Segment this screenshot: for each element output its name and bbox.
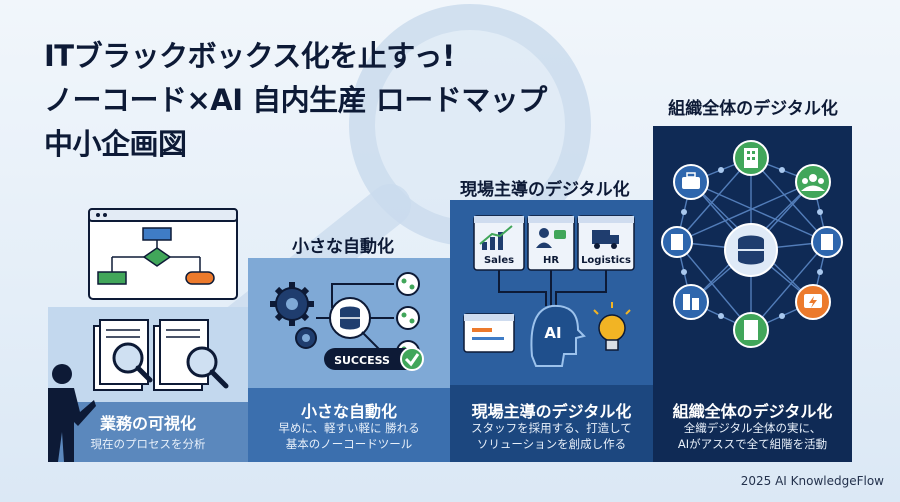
- database-icon: [329, 297, 371, 339]
- step-2-caption-title: 小さな自動化: [300, 402, 397, 421]
- step-3-caption-line-1: スタッフを採用する、打造して: [471, 421, 632, 435]
- ai-label: AI: [544, 324, 561, 342]
- person-icon: [48, 364, 96, 462]
- card-hr: HR: [527, 215, 575, 271]
- title-line-2: ノーコード×AI 自内生産 ロードマップ: [44, 83, 547, 117]
- building-icon: [661, 226, 693, 258]
- browser-icon: [463, 313, 515, 353]
- page-title: ITブラックボックス化を止すっ! ノーコード×AI 自内生産 ロードマップ 中小…: [44, 34, 547, 166]
- card-sales: Sales: [473, 215, 525, 271]
- title-line-1: ITブラックボックス化を止すっ!: [44, 39, 455, 73]
- step-4-caption-subtitle: 全織デジタル全体の実に、 AIがアススで全て組階を活動: [653, 420, 852, 452]
- step-3-heading: 現場主導のデジタル化: [460, 180, 630, 200]
- building-icon: [733, 312, 769, 348]
- step-4-caption-title: 組織全体のデジタル化: [672, 402, 833, 421]
- step-2-caption-subtitle: 早めに、軽すい軽に 勝れる 基本のノーコードツール: [248, 420, 450, 452]
- step-4-caption-line-1: 全織デジタル全体の実に、: [683, 421, 822, 435]
- footer-credit: 2025 AI KnowledgeFlow: [740, 474, 884, 488]
- ai-head-icon: AI: [530, 304, 586, 367]
- card-hr-label: HR: [543, 255, 559, 266]
- lightbulb-icon: [593, 302, 631, 351]
- step-4-caption-line-2: AIがアススで全て組階を活動: [677, 437, 828, 451]
- success-badge: SUCCESS: [324, 347, 424, 371]
- user-icon: [536, 228, 552, 248]
- chart-icon: [482, 232, 503, 250]
- building-icon: [673, 284, 709, 320]
- card-logistics-label: Logistics: [581, 255, 631, 266]
- truck-icon: [592, 230, 619, 249]
- step-1-caption-title: 業務の可視化: [99, 414, 196, 433]
- step-2-caption-line-2: 基本のノーコードツール: [285, 437, 413, 451]
- lightning-icon: [795, 284, 831, 320]
- building-icon: [811, 226, 843, 258]
- team-icon: [795, 164, 831, 200]
- step-2-caption-line-1: 早めに、軽すい軽に 勝れる: [278, 421, 420, 435]
- step-4-network-illustration: [661, 140, 843, 348]
- gear-icon: [270, 282, 317, 349]
- step-2-heading: 小さな自動化: [292, 237, 394, 257]
- success-badge-label: SUCCESS: [334, 354, 390, 367]
- building-icon: [733, 140, 769, 176]
- check-icon: [400, 347, 424, 371]
- database-icon: [724, 223, 778, 277]
- step-1-caption-subtitle: 現在のプロセスを分析: [90, 437, 206, 451]
- step-3-illustration: Sales HR Logistics AI: [463, 215, 635, 367]
- step-3-caption-line-2: ソリューションを創成し作る: [476, 437, 627, 451]
- step-4-heading: 組織全体のデジタル化: [668, 99, 838, 119]
- step-3-caption-band: [450, 385, 653, 462]
- card-logistics: Logistics: [577, 215, 635, 271]
- title-line-3: 中小企画図: [44, 127, 187, 161]
- document-icon: [93, 319, 229, 391]
- card-sales-label: Sales: [484, 255, 514, 266]
- step-3-caption-title: 現場主導のデジタル化: [471, 402, 632, 421]
- step-2-caption-band: [248, 388, 450, 462]
- step-3-caption-subtitle: スタッフを採用する、打造して ソリューションを創成し作る: [450, 420, 653, 452]
- briefcase-icon: [673, 164, 709, 200]
- flowchart-icon: [88, 208, 238, 300]
- step-2-automation-illustration: SUCCESS: [270, 272, 424, 371]
